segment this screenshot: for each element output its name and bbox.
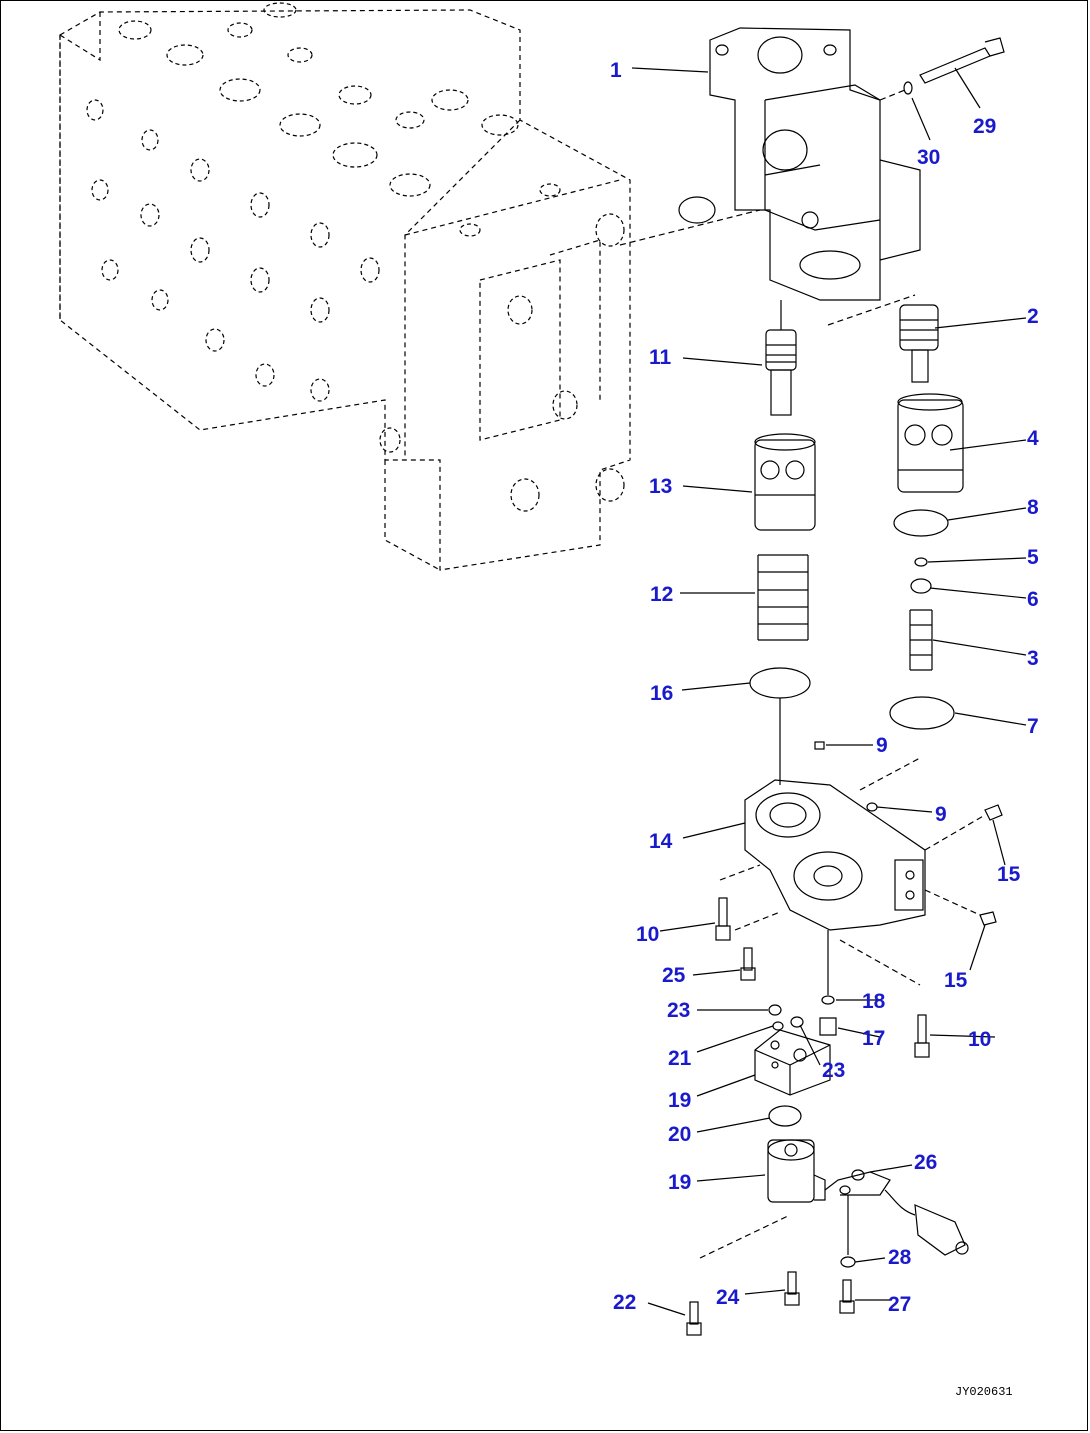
valve-block-ports — [86, 2, 625, 512]
leader-lines — [631, 67, 1027, 1316]
part-27-bolt — [839, 1279, 855, 1314]
callout-23-right: 23 — [822, 1059, 846, 1082]
part-6-seat — [910, 578, 932, 594]
control-valve-block — [59, 9, 631, 571]
callout-28: 28 — [888, 1246, 912, 1269]
part-19-solenoid — [767, 1139, 826, 1203]
part-17-plug — [819, 1017, 837, 1036]
part-30-washer — [903, 81, 913, 95]
part-25-bolt — [740, 947, 756, 981]
callout-12: 12 — [650, 583, 674, 606]
callout-13: 13 — [649, 475, 673, 498]
callout-23-left: 23 — [667, 999, 691, 1022]
part-2-spool — [899, 304, 939, 383]
callout-18: 18 — [862, 990, 886, 1013]
part-14-cover — [744, 779, 926, 931]
part-26-harness — [824, 1169, 969, 1256]
part-3-spring — [909, 609, 933, 671]
callout-9-lower: 9 — [935, 803, 947, 826]
part-21-o-ring — [772, 1021, 784, 1031]
callout-15-lower: 15 — [944, 969, 968, 992]
part-12-spring — [757, 554, 809, 641]
callout-30: 30 — [917, 146, 941, 169]
callout-21: 21 — [668, 1047, 692, 1070]
callout-6: 6 — [1027, 588, 1039, 611]
callout-22: 22 — [613, 1291, 637, 1314]
callout-16: 16 — [650, 682, 674, 705]
part-19-block — [754, 1029, 831, 1096]
callout-5: 5 — [1027, 546, 1039, 569]
callout-19-solenoid: 19 — [668, 1171, 692, 1194]
callout-4: 4 — [1027, 427, 1039, 450]
callout-15-upper: 15 — [997, 863, 1021, 886]
callout-10-right: 10 — [968, 1028, 992, 1051]
callout-14: 14 — [649, 830, 673, 853]
part-15-plug-b — [979, 911, 997, 926]
part-9-pin-a — [814, 741, 825, 750]
callout-7: 7 — [1027, 715, 1039, 738]
callout-26: 26 — [914, 1151, 938, 1174]
part-23-o-ring-b — [790, 1016, 804, 1028]
part-11-spool — [765, 329, 797, 416]
o-ring-housing — [678, 196, 716, 224]
part-8-o-ring — [893, 509, 949, 537]
drawing-code: JY020631 — [955, 1385, 1013, 1399]
part-7-o-ring — [889, 696, 955, 730]
part-24-bolt — [784, 1271, 800, 1306]
callout-11: 11 — [649, 346, 672, 369]
part-16-o-ring — [749, 667, 811, 699]
callout-29: 29 — [973, 115, 997, 138]
callout-3: 3 — [1027, 647, 1039, 670]
part-18-o-ring — [821, 995, 835, 1005]
part-29-bolt — [919, 37, 1005, 84]
callout-27: 27 — [888, 1293, 912, 1316]
callout-19-block: 19 — [668, 1089, 692, 1112]
part-10-bolt-b — [914, 1014, 930, 1058]
callout-10-left: 10 — [636, 923, 660, 946]
guide-line — [619, 209, 761, 246]
part-4-sleeve — [897, 393, 964, 493]
callout-24: 24 — [716, 1286, 740, 1309]
callout-9-upper: 9 — [876, 734, 888, 757]
callout-20: 20 — [668, 1123, 692, 1146]
callout-8: 8 — [1027, 496, 1039, 519]
part-10-bolt-a — [715, 897, 731, 941]
part-13-sleeve — [754, 433, 816, 531]
part-5-ring — [914, 557, 928, 567]
part-23-o-ring-a — [768, 1004, 782, 1016]
callout-25: 25 — [662, 964, 686, 987]
callout-17: 17 — [862, 1027, 886, 1050]
part-28-washer — [840, 1256, 856, 1268]
callout-1: 1 — [610, 59, 622, 82]
part-15-plug-a — [984, 804, 1003, 821]
part-1-housing — [709, 27, 921, 301]
callout-2: 2 — [1027, 305, 1039, 328]
part-22-bolt — [686, 1301, 702, 1336]
part-20-o-ring — [768, 1105, 802, 1127]
part-9-pin-b — [866, 802, 878, 812]
